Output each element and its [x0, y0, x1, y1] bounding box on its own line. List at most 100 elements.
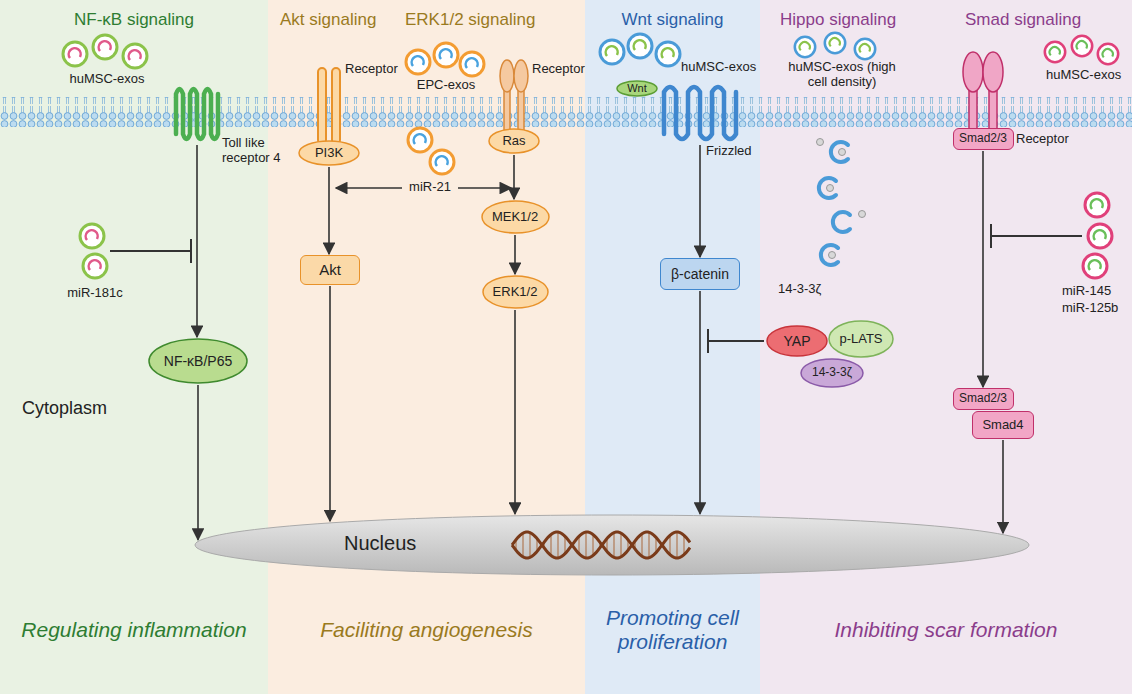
- ellipse-shape: [149, 339, 247, 383]
- exosome: [825, 33, 845, 53]
- protein-label: 14-3-3ζ: [778, 282, 838, 297]
- signal-arrow: [982, 151, 984, 387]
- signal-arrow: [328, 167, 330, 254]
- ellipse-shape: [483, 276, 548, 308]
- dna-rung: [676, 532, 677, 558]
- signal-arrow: [196, 145, 198, 337]
- band-text: Wnt signaling: [585, 10, 760, 30]
- exosome: [628, 34, 652, 58]
- dna-rung: [683, 535, 684, 554]
- mirna-label: miR-125b: [1062, 301, 1126, 316]
- exosome-label: huMSC-exos (high cell density): [780, 60, 904, 90]
- signal-arrow: [514, 235, 516, 274]
- activation-arrow: [336, 187, 402, 189]
- band-text: Inhibiting scar formation: [760, 618, 1132, 642]
- signal-arrow: [513, 155, 515, 199]
- inhibition-line: [110, 250, 191, 252]
- receptor-symbol: [514, 60, 528, 92]
- activation-arrow: [458, 187, 511, 189]
- receptor-node: Frizzled: [660, 82, 740, 144]
- protein-ellipse: PI3K: [298, 140, 360, 166]
- exosome-label: huMSC-exos: [1046, 68, 1126, 83]
- node-label: Frizzled: [706, 144, 766, 159]
- exosomes: [63, 33, 1118, 278]
- dna-rung: [613, 533, 614, 558]
- receptor-helix: [176, 89, 218, 139]
- inhibition-bar: [190, 239, 192, 263]
- protein-ellipse: ERK1/2: [482, 275, 549, 309]
- exosome: [1045, 42, 1065, 62]
- protein-box: Smad2/3: [953, 388, 1014, 410]
- node-label: Smad2/3: [959, 392, 1007, 406]
- dna-rung: [585, 532, 586, 558]
- node-label: Nucleus: [344, 532, 464, 555]
- protein-ellipse: p-LATS: [828, 320, 894, 358]
- inhibition-bar: [707, 329, 709, 353]
- protein-ellipse: Ras: [488, 128, 540, 154]
- regulation-lines: [110, 188, 1082, 353]
- dna-rung: [522, 533, 523, 557]
- protein-ellipse: YAP: [766, 325, 828, 357]
- ellipse-shape: [617, 81, 657, 96]
- node-label: Smad4: [982, 418, 1023, 433]
- node-label: Smad2/3: [959, 132, 1007, 146]
- receptor-label: Receptor: [532, 62, 592, 77]
- receptor-symbol: [518, 88, 524, 130]
- exosome: [795, 37, 815, 57]
- dna-strand: [512, 532, 690, 558]
- ellipse-shape: [801, 359, 863, 387]
- exosome: [63, 42, 87, 66]
- receptor-symbol: [318, 68, 326, 144]
- protein-dot: [827, 185, 834, 192]
- protein-dot: [817, 139, 824, 146]
- nucleus-ellipse: Nucleus: [194, 514, 1030, 576]
- exosome: [434, 43, 458, 67]
- exosome: [93, 35, 117, 59]
- exosome: [83, 254, 107, 278]
- ellipse-shape: [299, 141, 359, 165]
- pathway-band: NF-κB signalingRegulating inflammationTo…: [0, 0, 268, 694]
- mirna-label: miR-181c: [55, 286, 135, 301]
- signal-arrow: [1002, 440, 1004, 533]
- ellipse-shape: [829, 321, 893, 357]
- receptor-symbol: [504, 88, 510, 130]
- band-text: Akt signaling: [280, 10, 400, 30]
- node-label: Wnt: [627, 82, 647, 95]
- exosome: [600, 40, 624, 64]
- node-label: YAP: [784, 333, 811, 349]
- dna-rung: [557, 532, 558, 558]
- receptor-symbol: [500, 60, 514, 92]
- exosome: [855, 39, 875, 59]
- mirna-label: miR-145: [1062, 284, 1126, 299]
- signal-arrow: [699, 145, 701, 257]
- cell-membrane: [0, 97, 1132, 127]
- nucleus-shape: [195, 515, 1029, 575]
- receptor-symbol: [963, 52, 983, 92]
- protein-box: β-catenin: [660, 258, 740, 290]
- ellipse-shape: [489, 129, 539, 153]
- ellipse-shape: [482, 201, 549, 233]
- dna-rung: [641, 534, 642, 557]
- exosome: [430, 150, 454, 174]
- protein-box: Akt: [300, 255, 360, 285]
- dna-rung: [550, 534, 551, 555]
- pathway-band: Wnt signalingPromoting cell proliferatio…: [585, 0, 760, 694]
- exosome: [1072, 36, 1092, 56]
- exosome: [460, 52, 484, 76]
- node-label: p-LATS: [839, 332, 882, 347]
- region-label: Cytoplasm: [22, 398, 132, 419]
- node-label: MEK1/2: [492, 210, 538, 225]
- vesicle: [831, 142, 848, 162]
- band-text: Promoting cell proliferation: [585, 606, 760, 654]
- exosome-label: EPC-exos: [412, 78, 480, 93]
- pathway-band: Akt signalingERK1/2 signalingFaciliting …: [268, 0, 585, 694]
- ligand-ellipse: Wnt: [616, 80, 658, 97]
- protein-ellipse: 14-3-3ζ: [800, 358, 864, 388]
- exosome: [406, 50, 430, 74]
- exosome-label: huMSC-exos: [62, 72, 152, 87]
- node-label: 14-3-3ζ: [812, 366, 852, 380]
- band-text: NF-κB signaling: [0, 10, 268, 30]
- receptor-symbol: [989, 90, 997, 130]
